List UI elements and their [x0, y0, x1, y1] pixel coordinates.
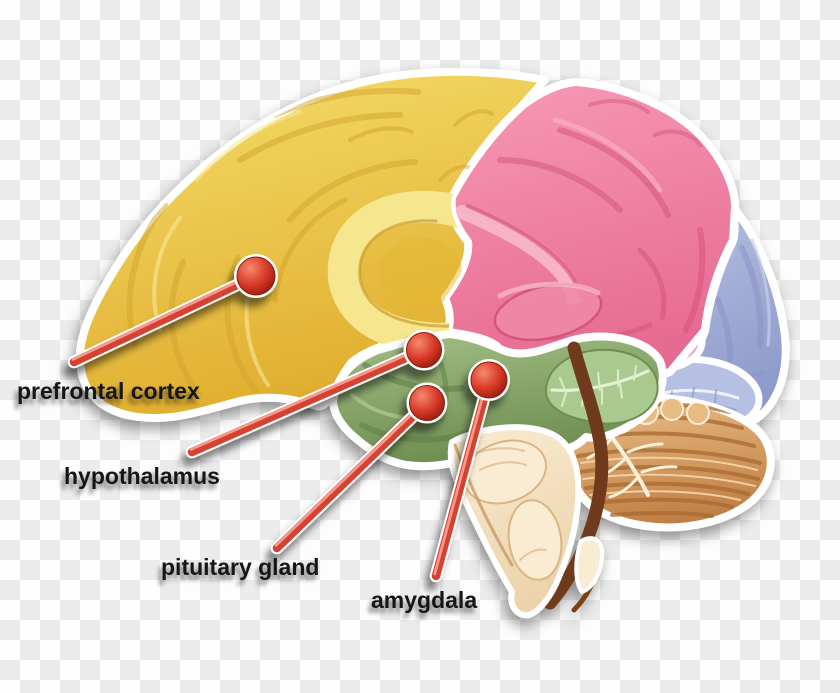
marker-prefrontal-cortex — [67, 254, 278, 369]
label-prefrontal-cortex: prefrontal cortex — [17, 378, 200, 404]
marker-amygdala — [429, 359, 510, 583]
leader-line-highlight — [189, 346, 425, 451]
label-amygdala: amygdala — [371, 587, 478, 613]
leader-line — [69, 271, 261, 367]
marker-dot — [470, 361, 508, 399]
leader-line — [187, 345, 429, 457]
leader-line-highlight — [274, 399, 428, 547]
label-hypothalamus: hypothalamus — [64, 463, 220, 489]
marker-dot — [406, 332, 442, 368]
region-parietal-limbic — [445, 82, 735, 377]
marker-dot — [409, 385, 445, 421]
leader-line-highlight — [433, 376, 490, 576]
leader-line — [431, 375, 494, 581]
medulla-flap — [574, 536, 605, 594]
marker-pituitary-gland — [270, 382, 448, 555]
pink-gyri-texture — [455, 98, 706, 343]
marker-hypothalamus — [185, 329, 445, 459]
label-pituitary-gland: pituitary gland — [161, 554, 320, 580]
leader-line — [272, 398, 432, 553]
callout-markers — [67, 254, 510, 583]
leader-line-highlight — [71, 272, 257, 361]
marker-dot — [236, 256, 276, 296]
